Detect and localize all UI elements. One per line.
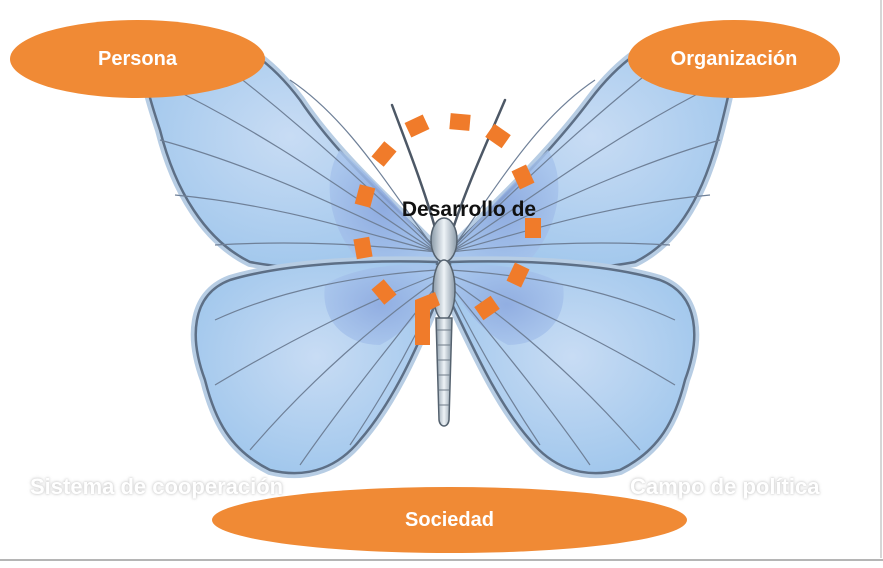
- bottom-divider: [0, 559, 883, 561]
- node-organizacion: Organización: [628, 20, 840, 98]
- lower-left-wing: [196, 261, 437, 473]
- butterfly-body: [431, 218, 457, 426]
- label-sistema-cooperacion: Sistema de cooperación: [30, 474, 283, 500]
- lower-right-wing: [450, 261, 694, 473]
- label-campo-politica: Campo de política: [630, 474, 819, 500]
- node-sociedad: Sociedad: [212, 487, 687, 553]
- right-divider: [880, 0, 882, 558]
- node-persona: Persona: [10, 20, 265, 98]
- center-label: Desarrollo de: [394, 198, 544, 232]
